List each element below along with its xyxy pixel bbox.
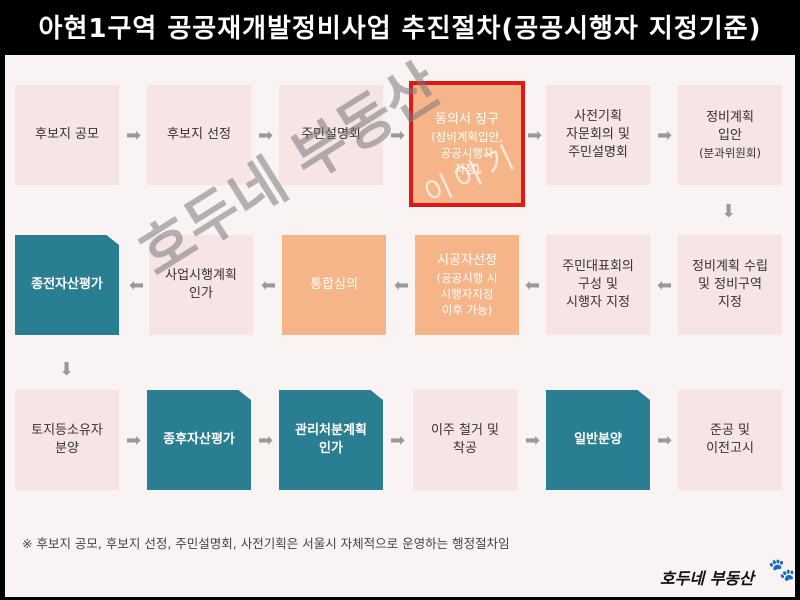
paw-icon: 🐾 [768, 558, 796, 583]
step-label: 시행자 지정 [566, 295, 630, 310]
watermark-signature: 호두네 부동산 [660, 569, 754, 588]
step-label: 분양 [55, 441, 79, 456]
page-title: 아현1구역 공공재개발정비사업 추진절차(공공시행자 지정기준) [38, 13, 762, 44]
step-label: 동의서 징구 [435, 112, 499, 127]
step-label: 준공 및 [709, 423, 750, 438]
step-consent-collection: 동의서 징구 (정비계획입안, 공공시행자 지정) [409, 81, 525, 207]
step-sub: 시행자지정 [440, 287, 494, 301]
step-plan-establish: 정비계획 수립 및 정비구역 지정 [678, 235, 782, 335]
step-label: 토지등소유자 [31, 423, 103, 438]
step-label: 지정 [718, 295, 742, 310]
step-pre-planning: 사전기획 자문회의 및 주민설명회 [546, 85, 650, 185]
step-resident-briefing: 주민설명회 [279, 85, 383, 185]
step-candidate-call: 후보지 공모 [15, 85, 119, 185]
arrow-right-icon: ➡ [657, 125, 673, 146]
step-label: 자문회의 및 [566, 127, 630, 142]
step-label: 사업시행계획 [165, 268, 237, 283]
step-label: 정비계획 수립 [692, 259, 768, 274]
step-label: 후보지 선정 [167, 127, 231, 142]
step-prior-asset-eval: 종전자산평가 [15, 235, 119, 335]
step-label: 주민대표회의 [562, 259, 634, 274]
arrow-right-icon: ➡ [126, 125, 142, 146]
step-project-approval: 사업시행계획 인가 [149, 235, 253, 335]
step-label: 이전고시 [706, 441, 754, 456]
step-label: 종전자산평가 [31, 277, 103, 292]
arrow-left-icon: ⬅ [261, 275, 277, 296]
step-integrated-review: 통합심의 [282, 235, 386, 335]
step-label: 후보지 공모 [35, 127, 99, 142]
step-sub: (공공시행 시 [436, 271, 498, 285]
arrow-right-icon: ➡ [258, 125, 274, 146]
step-sub: 이후 가능) [441, 303, 493, 317]
step-sub: (정비계획입안, [431, 130, 503, 144]
step-sub: 공공시행자 [440, 146, 494, 160]
step-label: 사전기획 [574, 109, 622, 124]
arrow-right-icon: ➡ [525, 430, 541, 451]
step-label: 구성 및 [577, 277, 618, 292]
flow-panel: 후보지 공모 ➡ 후보지 선정 ➡ 주민설명회 ➡ 동의서 징구 (정비계획입안… [5, 55, 795, 597]
step-candidate-select: 후보지 선정 [147, 85, 251, 185]
step-owner-allocation: 토지등소유자 분양 [15, 390, 119, 490]
step-label: 인가 [319, 441, 343, 456]
arrow-right-icon: ➡ [390, 430, 406, 451]
step-plan-draft: 정비계획 입안 (분과위원회) [678, 85, 782, 185]
step-label: 시공자선정 [437, 253, 497, 268]
step-label: 인가 [189, 286, 213, 301]
arrow-down-icon: ⬇ [721, 201, 737, 222]
step-label: 주민설명회 [568, 145, 628, 160]
arrow-right-icon: ➡ [527, 125, 543, 146]
arrow-left-icon: ⬅ [525, 275, 541, 296]
arrow-left-icon: ⬅ [657, 275, 673, 296]
arrow-right-icon: ➡ [126, 430, 142, 451]
step-label: 주민설명회 [301, 127, 361, 142]
step-label: 일반분양 [574, 432, 622, 447]
step-label: 관리처분계획 [295, 423, 367, 438]
step-label: 입안 [718, 128, 742, 143]
title-bar: 아현1구역 공공재개발정비사업 추진절차(공공시행자 지정기준) [0, 0, 800, 52]
arrow-right-icon: ➡ [390, 125, 406, 146]
arrow-right-icon: ➡ [258, 430, 274, 451]
step-label: 정비계획 [706, 110, 754, 125]
step-label: 착공 [453, 441, 477, 456]
step-resident-council: 주민대표회의 구성 및 시행자 지정 [546, 235, 650, 335]
arrow-right-icon: ➡ [657, 430, 673, 451]
step-management-approval: 관리처분계획 인가 [279, 390, 383, 490]
step-label: 및 정비구역 [698, 277, 762, 292]
arrow-left-icon: ⬅ [129, 275, 145, 296]
step-sub: (분과위원회) [699, 146, 761, 160]
step-contractor-select: 시공자선정 (공공시행 시 시행자지정 이후 가능) [415, 235, 519, 335]
step-sub: 지정) [454, 162, 480, 176]
footnote: ※ 후보지 공모, 후보지 선정, 주민설명회, 사전기획은 서울시 자체적으로… [22, 536, 510, 551]
step-completion-notice: 준공 및 이전고시 [678, 390, 782, 490]
arrow-down-icon: ⬇ [59, 359, 75, 380]
step-label: 통합심의 [310, 277, 358, 292]
step-post-asset-eval: 종후자산평가 [147, 390, 251, 490]
step-label: 이주 철거 및 [430, 423, 500, 438]
step-relocation-construction: 이주 철거 및 착공 [413, 390, 517, 490]
step-general-sale: 일반분양 [546, 390, 650, 490]
step-label: 종후자산평가 [163, 432, 235, 447]
arrow-left-icon: ⬅ [394, 275, 410, 296]
